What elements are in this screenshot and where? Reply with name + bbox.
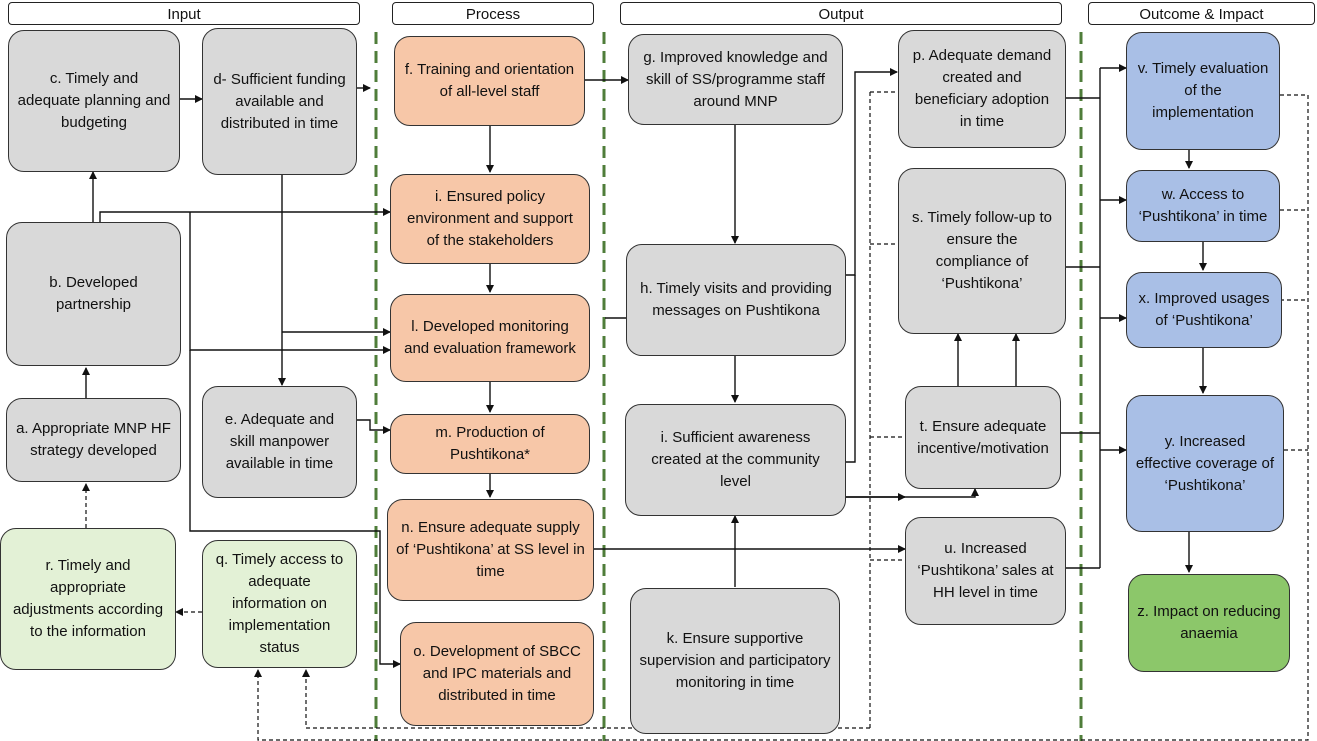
header-outcome-impact: Outcome & Impact — [1088, 2, 1315, 25]
header-output: Output — [620, 2, 1062, 25]
node-n-supply: n. Ensure adequate supply of ‘Pushtikona… — [387, 499, 594, 601]
dashed-connectors — [82, 91, 1309, 741]
node-g-improved-knowledge: g. Improved knowledge and skill of SS/pr… — [628, 34, 843, 125]
node-i-policy-environment: i. Ensured policy environment and suppor… — [390, 174, 590, 264]
feedback-u — [869, 559, 905, 728]
line-i-p — [846, 275, 856, 463]
feedback-loop-outer — [254, 94, 1309, 741]
node-c-planning-budgeting: c. Timely and adequate planning and budg… — [8, 30, 180, 172]
node-p-adequate-demand: p. Adequate demand created and beneficia… — [898, 30, 1066, 148]
node-d-sufficient-funding: d- Sufficient funding available and dist… — [202, 28, 357, 175]
arrow-b-l — [189, 212, 391, 354]
node-z-impact-anaemia: z. Impact on reducing anaemia — [1128, 574, 1290, 672]
arrow-b-o — [189, 350, 401, 668]
node-y-effective-coverage: y. Increased effective coverage of ‘Push… — [1126, 395, 1284, 532]
node-u-increased-sales: u. Increased ‘Pushtikona’ sales at HH le… — [905, 517, 1066, 625]
node-i-sufficient-awareness: i. Sufficient awareness created at the c… — [625, 404, 846, 516]
node-q-information-access: q. Timely access to adequate information… — [202, 540, 357, 668]
feedback-loop-inner — [302, 669, 870, 729]
node-a-mnp-strategy: a. Appropriate MNP HF strategy developed — [6, 398, 181, 482]
solid-connectors — [82, 64, 1207, 668]
node-k-supportive-supervision: k. Ensure supportive supervision and par… — [630, 588, 840, 734]
node-t-incentive: t. Ensure adequate incentive/motivation — [905, 386, 1061, 489]
header-process: Process — [392, 2, 594, 25]
node-h-timely-visits: h. Timely visits and providing messages … — [626, 244, 846, 356]
node-s-follow-up: s. Timely follow-up to ensure the compli… — [898, 168, 1066, 334]
node-e-manpower: e. Adequate and skill manpower available… — [202, 386, 357, 498]
arrow-i-t-bottom — [846, 488, 979, 498]
arrow-e-m — [357, 419, 391, 434]
node-r-adjustments: r. Timely and appropriate adjustments ac… — [0, 528, 176, 670]
arrow-b-i — [99, 208, 391, 222]
node-b-developed-partnership: b. Developed partnership — [6, 222, 181, 366]
node-l-monitoring-framework: l. Developed monitoring and evaluation f… — [390, 294, 590, 382]
node-v-timely-evaluation: v. Timely evaluation of the implementati… — [1126, 32, 1280, 150]
header-input: Input — [8, 2, 360, 25]
node-m-production: m. Production of Pushtikona* — [390, 414, 590, 474]
arrow-h-p — [846, 68, 898, 276]
column-dividers — [374, 32, 1083, 741]
node-o-sbcc-materials: o. Development of SBCC and IPC materials… — [400, 622, 594, 726]
node-f-training: f. Training and orientation of all-level… — [394, 36, 585, 126]
node-x-improved-usages: x. Improved usages of ‘Pushtikona’ — [1126, 272, 1282, 348]
node-w-access: w. Access to ‘Pushtikona’ in time — [1126, 170, 1280, 242]
